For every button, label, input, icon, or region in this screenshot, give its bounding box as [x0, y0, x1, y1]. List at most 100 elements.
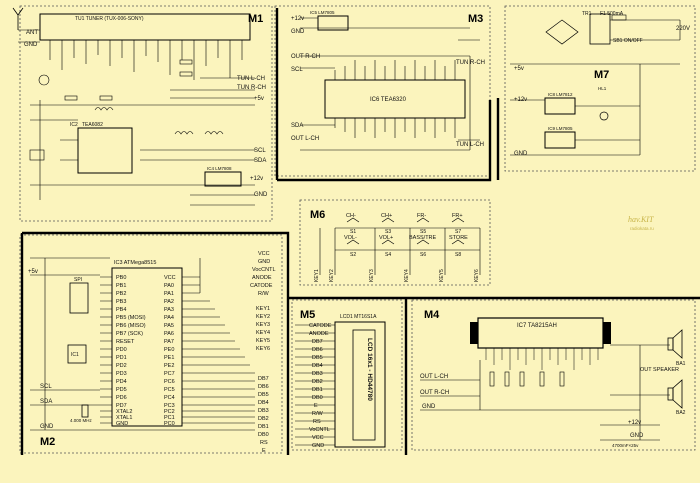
out-speaker-label: OUT SPEAKER — [640, 367, 679, 373]
svg-text:S4: S4 — [385, 252, 391, 258]
svg-text:PA2: PA2 — [164, 299, 174, 305]
ic5-box — [317, 15, 349, 31]
svg-text:PD6: PD6 — [116, 395, 127, 401]
svg-text:VocCNTL: VocCNTL — [252, 267, 276, 273]
m5-lcd: LCD1 MT16S1A LCD 16x1 - HD44780 CATODEAN… — [295, 314, 386, 449]
m7-port-12v: +12v — [514, 97, 527, 103]
svg-text:PA1: PA1 — [164, 291, 174, 297]
m2-top-wire — [22, 231, 290, 298]
m3-port-12v: +12v — [291, 16, 304, 22]
m6-frame — [299, 199, 491, 286]
m1-port-1: TUN R-CH — [237, 85, 266, 91]
m1-port-5: +12v — [250, 176, 263, 182]
svg-text:CATODE: CATODE — [250, 283, 273, 289]
ic8-box — [544, 97, 576, 115]
svg-text:KEY5: KEY5 — [439, 269, 445, 282]
m3-port-gnd: GND — [291, 29, 305, 35]
m1-ports: TUN L-CH TUN R-CH +5v SCL SDA +12v GND — [237, 76, 268, 198]
m5-frame — [291, 299, 403, 451]
ic2-label: IC2 — [70, 122, 78, 128]
btn-vol-minus: VOL- — [344, 235, 357, 241]
svg-text:PD1: PD1 — [116, 355, 127, 361]
svg-text:S8: S8 — [455, 252, 461, 258]
svg-text:PA7: PA7 — [164, 339, 174, 345]
svg-text:DB2: DB2 — [312, 379, 323, 385]
m3-bus-wire — [277, 100, 492, 182]
keyboard-wires — [319, 227, 481, 275]
ic3-pin-stubs — [100, 276, 255, 424]
ic9-label: IC9 LM7805 — [548, 126, 573, 131]
m3-port-tunl: TUN L-CH — [456, 142, 484, 148]
svg-text:OUT L-CH: OUT L-CH — [420, 374, 448, 380]
svg-text:PB4: PB4 — [116, 307, 126, 313]
svg-text:KEY2: KEY2 — [329, 269, 335, 282]
m2-wires — [30, 257, 255, 431]
m4-frame — [411, 299, 696, 451]
ic7-pins — [485, 348, 599, 370]
svg-text:PD3: PD3 — [116, 371, 127, 377]
m3-left-ports: +12v GND OUT R-CH SCL SDA OUT L-CH — [291, 16, 320, 142]
svg-text:DB3: DB3 — [258, 408, 269, 414]
svg-text:+12v: +12v — [628, 420, 641, 426]
ic3-label: IC3 ATMega8515 — [114, 260, 156, 266]
svg-text:PE0: PE0 — [164, 347, 174, 353]
svg-text:KEY3: KEY3 — [369, 269, 375, 282]
svg-text:PD5: PD5 — [116, 387, 127, 393]
svg-text:S7: S7 — [455, 229, 461, 235]
svg-text:DB3: DB3 — [312, 371, 323, 377]
m1-components — [29, 59, 255, 206]
svg-text:S5: S5 — [420, 229, 426, 235]
m4-amplifier: IC7 TA8215AH — [420, 317, 686, 448]
svg-text:GND: GND — [312, 443, 324, 449]
button-labels: CH- CH+ FR- FR+ VOL- VOL+ BASS/TRE STORE — [344, 213, 468, 241]
spi-connector — [69, 282, 89, 314]
m7-power-supply: TR1 F1 500mA SB1 ON/OFF 220V IC8 LM7812 … — [510, 11, 690, 157]
svg-text:PD4: PD4 — [116, 379, 127, 385]
svg-text:R/W: R/W — [312, 411, 324, 417]
ic1-label: IC1 — [71, 352, 79, 358]
cp1-icon — [38, 74, 50, 86]
svg-text:KEY1: KEY1 — [314, 269, 320, 282]
svg-text:KEY1: KEY1 — [256, 306, 270, 312]
cap-label: 4700mF×25v — [612, 443, 639, 448]
m1-label: M1 — [248, 13, 263, 25]
ic5-label: IC5 LM7805 — [310, 10, 335, 15]
ic6-pins — [334, 60, 456, 138]
ic3-box — [111, 267, 183, 427]
m3-wires — [300, 17, 480, 151]
svg-text:VCC: VCC — [164, 275, 176, 281]
svg-text:PC2: PC2 — [164, 409, 175, 415]
svg-text:PA6: PA6 — [164, 331, 174, 337]
svg-text:PD2: PD2 — [116, 363, 127, 369]
btn-ch-minus: CH- — [346, 213, 356, 219]
btn-vol-plus: VOL+ — [379, 235, 393, 241]
svg-text:PB6 (MISO): PB6 (MISO) — [116, 323, 146, 329]
svg-text:DB6: DB6 — [312, 347, 323, 353]
m7-port-5v: +5v — [514, 66, 524, 72]
ic4-label: IC4 LM7808 — [207, 166, 232, 171]
m1-port-3: SCL — [254, 148, 266, 154]
ic8-label: IC8 LM7812 — [548, 92, 573, 97]
m6-keyboard: CH- CH+ FR- FR+ VOL- VOL+ BASS/TRE STORE… — [314, 213, 481, 282]
svg-text:PD7: PD7 — [116, 403, 127, 409]
svg-text:PB0: PB0 — [116, 275, 126, 281]
btn-fr-plus: FR+ — [452, 213, 463, 219]
svg-text:DB6: DB6 — [258, 384, 269, 390]
svg-text:PC3: PC3 — [164, 403, 175, 409]
svg-text:PA4: PA4 — [164, 315, 174, 321]
svg-text:E: E — [314, 403, 318, 409]
svg-text:DB7: DB7 — [258, 376, 269, 382]
svg-text:VCC: VCC — [312, 435, 324, 441]
antenna-icon — [12, 7, 24, 30]
quartz-icon — [81, 404, 89, 418]
bridge-rectifier-icon — [545, 19, 579, 45]
svg-text:DB2: DB2 — [258, 416, 269, 422]
svg-text:RS: RS — [313, 419, 321, 425]
svg-text:E: E — [262, 448, 266, 454]
m3-frame — [274, 5, 491, 177]
ic7-tab-right — [603, 322, 611, 344]
svg-text:GND: GND — [422, 404, 436, 410]
